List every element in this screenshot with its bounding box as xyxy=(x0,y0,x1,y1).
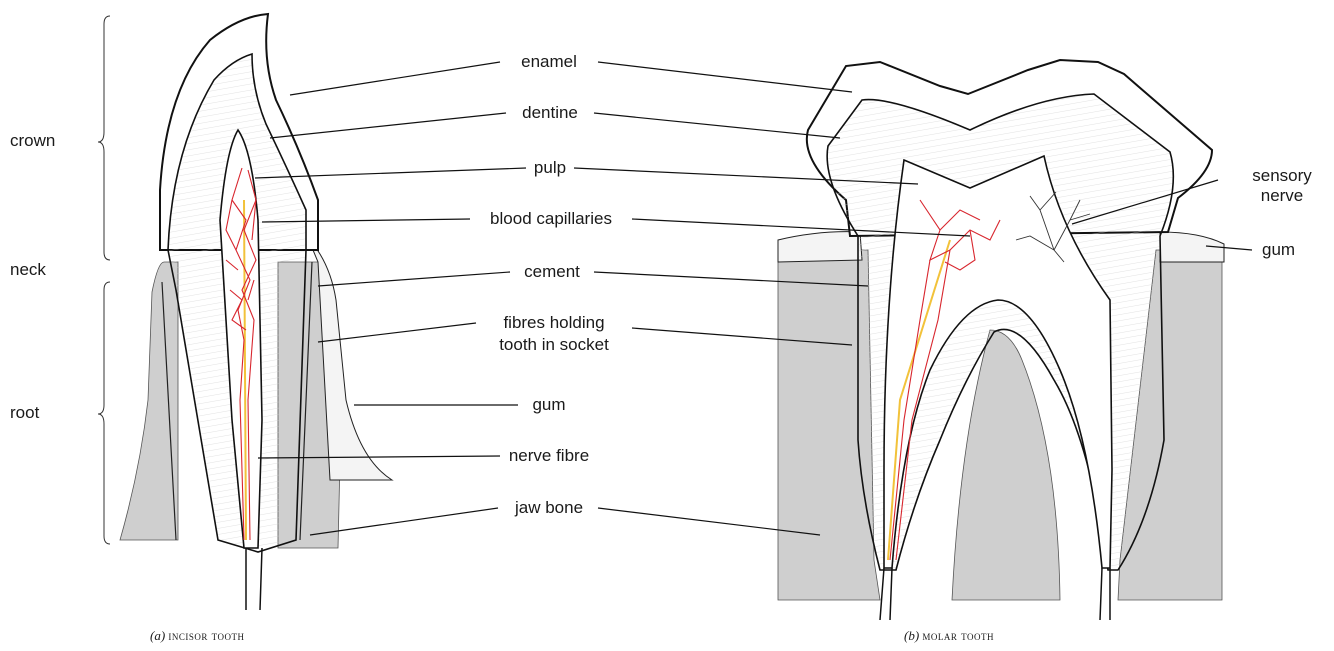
label-fibres-line2: tooth in socket xyxy=(499,335,609,355)
caption-incisor-name: incisor tooth xyxy=(168,628,244,643)
label-cement: cement xyxy=(524,262,580,282)
caption-incisor: (a) incisor tooth xyxy=(150,628,245,644)
label-gum-molar: gum xyxy=(1262,240,1295,260)
caption-molar: (b) molar tooth xyxy=(904,628,994,644)
label-fibres-line1: fibres holding xyxy=(503,313,604,333)
caption-molar-letter: (b) xyxy=(904,628,919,643)
label-enamel: enamel xyxy=(521,52,577,72)
label-sensory-line2: nerve xyxy=(1261,186,1304,206)
label-sensory-line1: sensory xyxy=(1252,166,1312,186)
label-pulp: pulp xyxy=(534,158,566,178)
molar-tooth xyxy=(778,60,1224,620)
caption-molar-name: molar tooth xyxy=(922,628,994,643)
caption-incisor-letter: (a) xyxy=(150,628,165,643)
label-gum-incisor: gum xyxy=(532,395,565,415)
region-label-root: root xyxy=(10,403,39,423)
label-dentine: dentine xyxy=(522,103,578,123)
label-jaw-bone: jaw bone xyxy=(515,498,583,518)
label-blood-capillaries: blood capillaries xyxy=(490,209,612,229)
region-label-neck: neck xyxy=(10,260,46,280)
label-nerve-fibre: nerve fibre xyxy=(509,446,589,466)
incisor-tooth xyxy=(120,14,392,610)
region-label-crown: crown xyxy=(10,131,55,151)
incisor-jaw-bone xyxy=(120,262,178,540)
region-bracket-root xyxy=(98,282,110,544)
region-bracket-crown xyxy=(98,16,110,260)
